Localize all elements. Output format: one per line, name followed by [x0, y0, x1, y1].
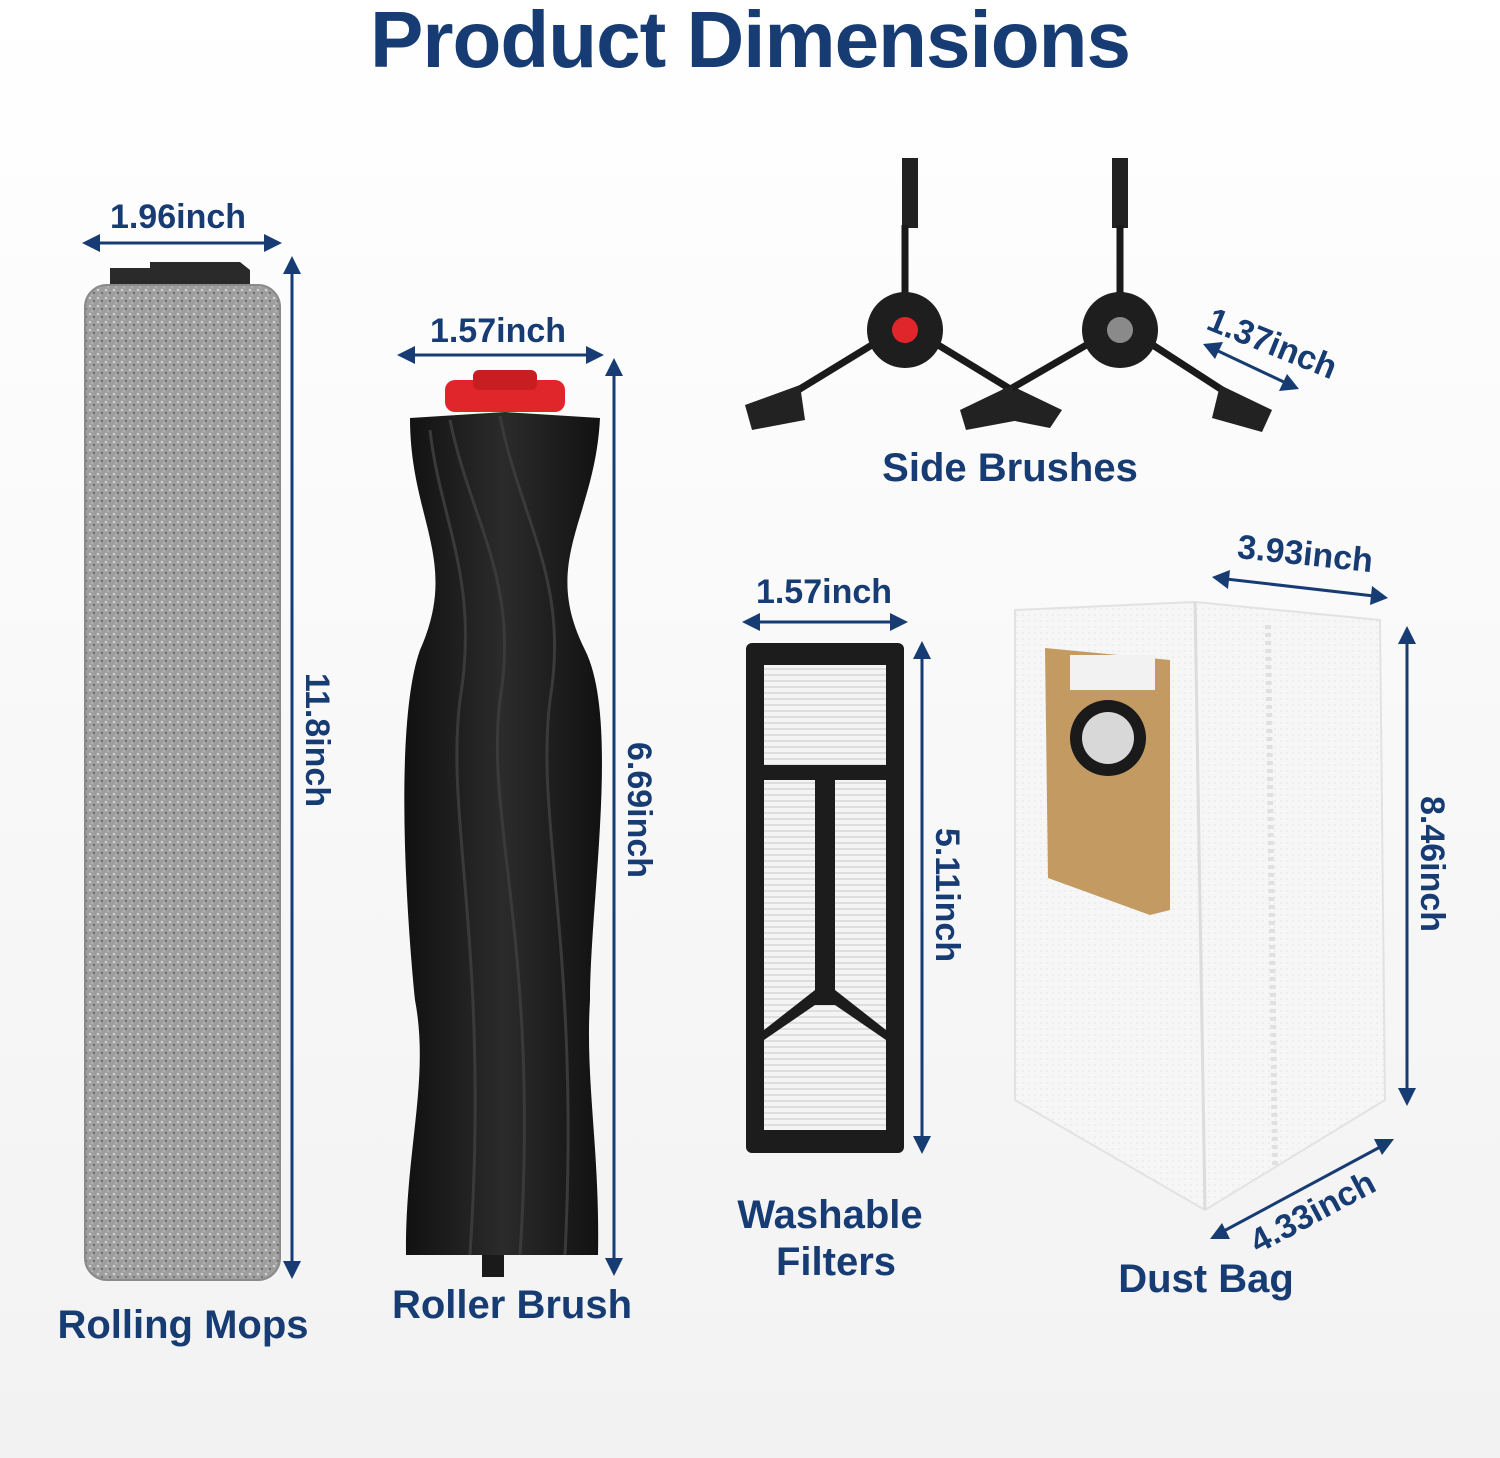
rolling-mop-width-arrow	[82, 234, 282, 252]
filter-image	[746, 643, 904, 1153]
roller-brush-image	[404, 370, 602, 1277]
rolling-mop-height: 11.8inch	[298, 673, 336, 807]
dust-bag-height: 8.46inch	[1413, 796, 1451, 932]
roller-brush-height: 6.69inch	[620, 742, 658, 878]
dust-bag-width: 3.93inch	[1235, 528, 1374, 580]
side-brush-length-arrow	[1203, 342, 1299, 391]
roller-brush-label: Roller Brush	[392, 1283, 632, 1327]
dust-bag-width-arrow	[1212, 570, 1388, 605]
dust-bag-label: Dust Bag	[1118, 1257, 1294, 1301]
rolling-mop-image	[84, 262, 281, 1281]
dust-bag-depth: 4.33inch	[1244, 1164, 1382, 1261]
rolling-mop-width: 1.96inch	[110, 198, 246, 236]
filter-label-line2: Filters	[776, 1240, 896, 1284]
filter-width-arrow	[742, 613, 908, 631]
dust-bag-height-arrow	[1398, 626, 1416, 1106]
page-title: Product Dimensions	[370, 0, 1131, 84]
side-brush-gray-image	[960, 158, 1272, 432]
filter-width: 1.57inch	[756, 573, 892, 611]
roller-brush-height-arrow	[605, 358, 623, 1276]
side-brushes-label: Side Brushes	[882, 446, 1138, 490]
filter-label-line1: Washable	[737, 1193, 922, 1237]
roller-brush-width: 1.57inch	[430, 312, 566, 350]
roller-brush-width-arrow	[397, 346, 604, 364]
dust-bag-image	[1014, 600, 1387, 1212]
dust-bag-depth-arrow	[1210, 1139, 1394, 1239]
side-brush-length: 1.37inch	[1202, 301, 1342, 387]
rolling-mop-label: Rolling Mops	[57, 1303, 308, 1347]
rolling-mop-height-arrow	[283, 256, 301, 1279]
filter-height-arrow	[913, 641, 931, 1154]
filter-height: 5.11inch	[928, 828, 966, 962]
